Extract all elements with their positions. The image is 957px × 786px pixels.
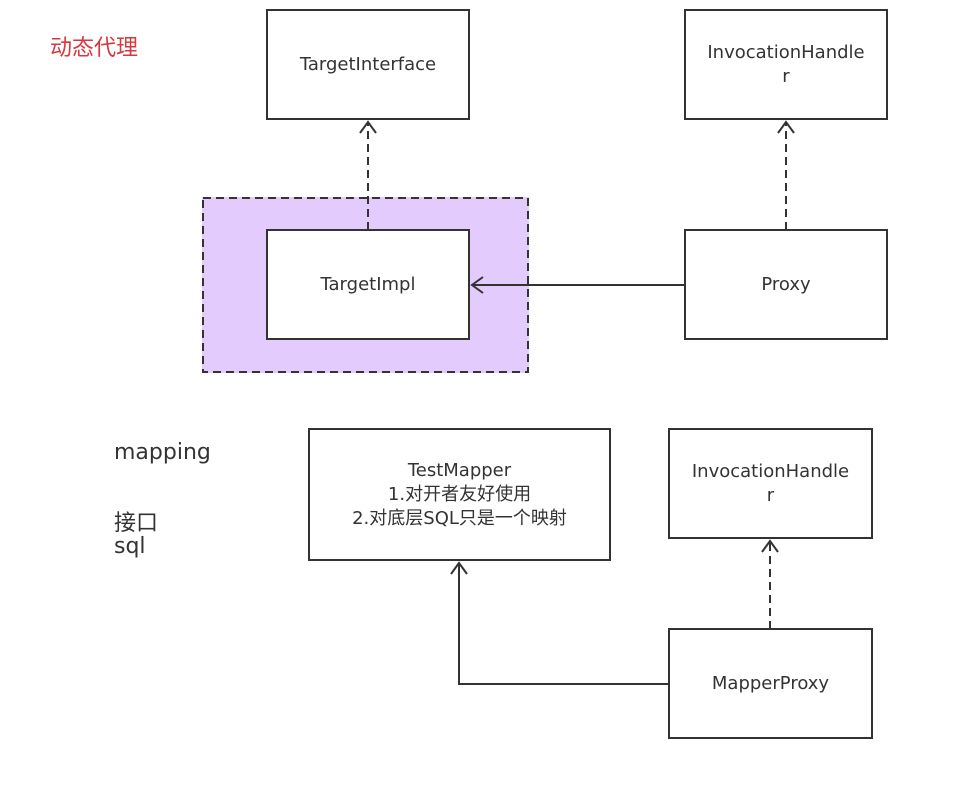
- node-mapper-proxy: MapperProxy: [668, 628, 873, 739]
- arrowhead-testmapper: [450, 561, 468, 575]
- node-label-line-1: InvocationHandle: [707, 41, 865, 63]
- node-label: MapperProxy: [711, 672, 830, 694]
- node-label: TargetImpl: [320, 273, 416, 295]
- node-label: TargetInterface: [299, 53, 437, 75]
- node-proxy: Proxy: [684, 229, 888, 340]
- node-invocation-handler: InvocationHandle r: [684, 9, 888, 120]
- edge-mapperproxy-to-testmapper: [458, 563, 669, 685]
- node-label-line-1: InvocationHandle: [691, 460, 850, 482]
- node-label-line-3: 2.对底层SQL只是一个映射: [352, 507, 567, 529]
- node-target-interface: TargetInterface: [266, 9, 470, 120]
- node-target-impl: TargetImpl: [266, 229, 470, 340]
- node-label-line-2: 1.对开者友好使用: [387, 483, 532, 505]
- node-test-mapper: TestMapper 1.对开者友好使用 2.对底层SQL只是一个映射: [308, 428, 611, 561]
- arrowhead-invocationhandler-2: [761, 539, 779, 553]
- arrowhead-targetimpl: [470, 276, 484, 294]
- group-dashed-border: [202, 197, 529, 373]
- arrowhead-targetinterface: [359, 120, 377, 134]
- diagram-title: 动态代理: [50, 36, 139, 61]
- note-mapping: mapping: [114, 440, 211, 465]
- node-label-line-2: r: [766, 484, 775, 506]
- node-invocation-handler-2: InvocationHandle r: [668, 428, 873, 539]
- node-label-line-1: TestMapper: [407, 459, 512, 481]
- arrowhead-invocationhandler: [777, 120, 795, 134]
- note-interface: 接口: [114, 511, 159, 536]
- node-label: Proxy: [761, 273, 811, 295]
- note-sql: sql: [114, 534, 146, 559]
- node-label-line-2: r: [782, 65, 790, 87]
